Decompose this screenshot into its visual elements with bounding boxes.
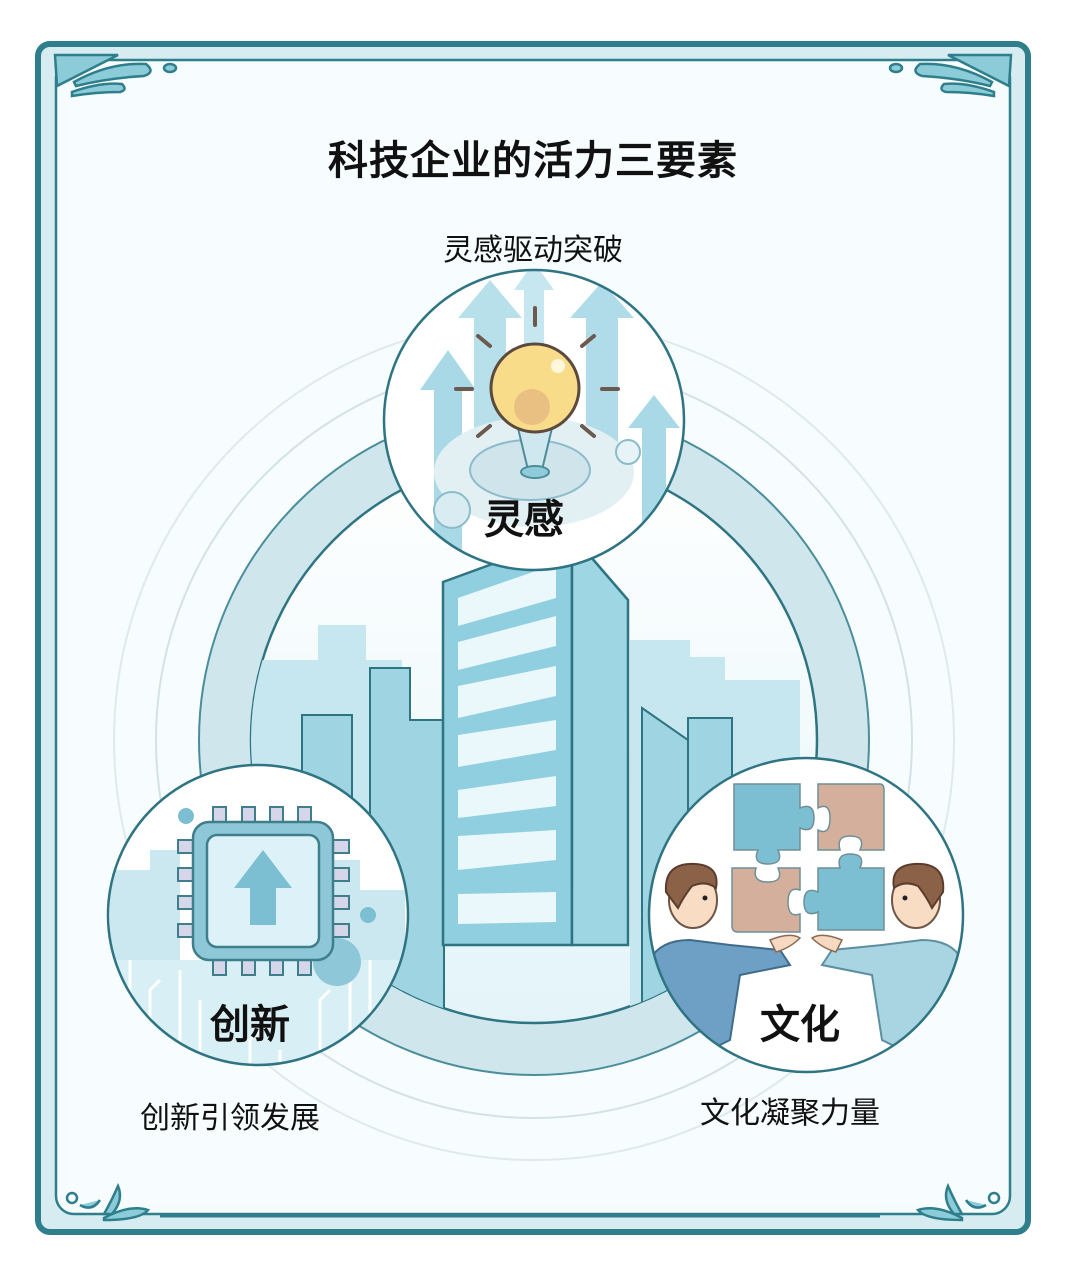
chip-icon [177,806,376,976]
caption-culture: 文化凝聚力量 [700,1096,880,1131]
page-title: 科技企业的活力三要素 [328,138,738,184]
corner-ornament-bottom-left [65,1182,880,1222]
up-arrow-icon [234,850,292,925]
corner-ornament-top-left [53,53,178,98]
corner-ornament-top-right [888,53,1013,98]
inspiration-circle [382,268,686,572]
culture-circle [647,756,965,1074]
corner-ornament-bottom-right [915,1182,1001,1222]
label-inspiration: 灵感 [484,497,564,543]
label-culture: 文化 [760,1002,840,1048]
caption-inspiration: 灵感驱动突破 [443,233,623,268]
caption-innovation: 创新引领发展 [140,1101,320,1136]
lightbulb-icon [454,306,620,479]
label-innovation: 创新 [210,1002,290,1048]
puzzle-teamwork-icon [731,783,885,933]
